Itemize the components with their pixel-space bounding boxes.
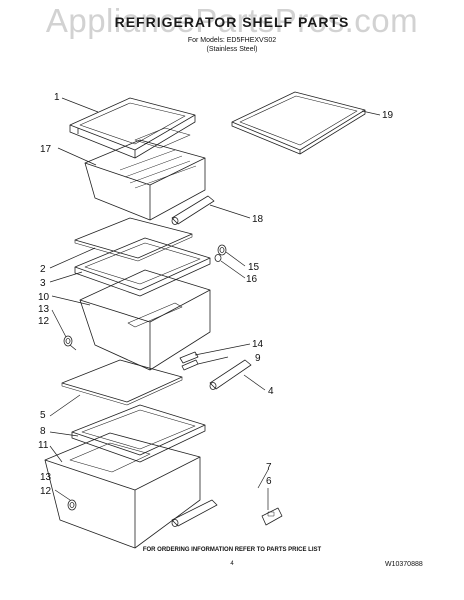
ordering-note: FOR ORDERING INFORMATION REFER TO PARTS … bbox=[142, 547, 322, 553]
callout-19: 19 bbox=[382, 110, 394, 121]
callout-1: 1 bbox=[54, 92, 60, 103]
callout-5: 5 bbox=[40, 410, 46, 421]
watermark: AppliancePartsPros.com bbox=[45, 2, 419, 39]
part-13-12-roller bbox=[63, 335, 77, 351]
model-subtitle: For Models: ED5FHEXVS02 bbox=[187, 37, 277, 44]
part-19-glass-shelf bbox=[231, 91, 366, 155]
part-17-crisper-drawer bbox=[84, 127, 206, 221]
callout-11: 11 bbox=[38, 440, 49, 451]
callout-14: 14 bbox=[252, 339, 264, 350]
callout-13a: 13 bbox=[38, 304, 50, 315]
leader-lines bbox=[49, 97, 381, 510]
part-7-6-bracket bbox=[261, 507, 283, 526]
callout-labels: 1 17 18 19 2 3 10 13 12 15 16 14 9 4 5 8… bbox=[38, 92, 394, 497]
part-3-cover-frame bbox=[74, 237, 211, 297]
part-13-12-roller-lower bbox=[67, 499, 77, 511]
finish-subtitle: (Stainless Steel) bbox=[206, 46, 258, 53]
document-number: W10370888 bbox=[385, 561, 423, 568]
part-4-rail bbox=[209, 359, 252, 390]
callout-12b: 12 bbox=[40, 486, 52, 497]
callout-16: 16 bbox=[246, 274, 258, 285]
callout-10: 10 bbox=[38, 292, 50, 303]
part-18-rail bbox=[171, 195, 215, 225]
part-bottom-rail bbox=[171, 499, 218, 527]
part-15-16-caps bbox=[214, 244, 227, 262]
callout-8: 8 bbox=[40, 426, 46, 437]
callout-7: 7 bbox=[266, 462, 272, 473]
part-11-crisper-pan bbox=[44, 432, 201, 549]
diagram-title: REFRIGERATOR SHELF PARTS bbox=[114, 14, 350, 30]
callout-15: 15 bbox=[248, 262, 260, 273]
part-1-shelf-frame bbox=[69, 97, 196, 159]
callout-12a: 12 bbox=[38, 316, 50, 327]
callout-2: 2 bbox=[40, 264, 46, 275]
page-number: 4 bbox=[230, 561, 234, 567]
part-10-crisper-pan bbox=[79, 269, 211, 371]
callout-9: 9 bbox=[255, 353, 261, 364]
callout-13b: 13 bbox=[40, 472, 52, 483]
part-5-glass-cover bbox=[61, 359, 183, 406]
part-8-cover-frame bbox=[71, 404, 206, 463]
callout-3: 3 bbox=[40, 278, 46, 289]
callout-17: 17 bbox=[40, 144, 52, 155]
callout-6: 6 bbox=[266, 476, 272, 487]
part-2-glass-cover bbox=[74, 217, 193, 262]
callout-18: 18 bbox=[252, 214, 264, 225]
callout-4: 4 bbox=[268, 386, 274, 397]
